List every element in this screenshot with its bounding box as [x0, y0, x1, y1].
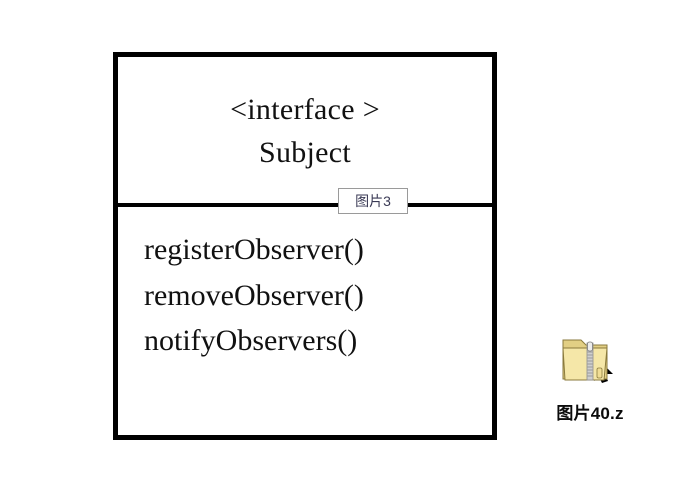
zip-file-label: 图片40.z — [556, 404, 624, 423]
uml-method-item: removeObserver() — [144, 278, 364, 312]
uml-method-item: registerObserver() — [144, 233, 364, 266]
uml-class-header: <interface > Subject — [118, 57, 492, 207]
uml-methods-compartment: registerObserver() removeObserver() noti… — [118, 207, 492, 364]
uml-class-name: Subject — [258, 136, 352, 169]
uml-class-box: <interface > Subject registerObserver() … — [113, 52, 497, 440]
image-tooltip: 图片3 — [338, 188, 408, 214]
uml-method-item: notifyObservers() — [144, 324, 358, 358]
image-tooltip-label: 图片3 — [355, 193, 391, 209]
zip-folder-icon[interactable] — [561, 334, 619, 390]
zip-file-item[interactable]: 图片40.z — [528, 334, 652, 424]
uml-stereotype: <interface > — [230, 93, 380, 127]
